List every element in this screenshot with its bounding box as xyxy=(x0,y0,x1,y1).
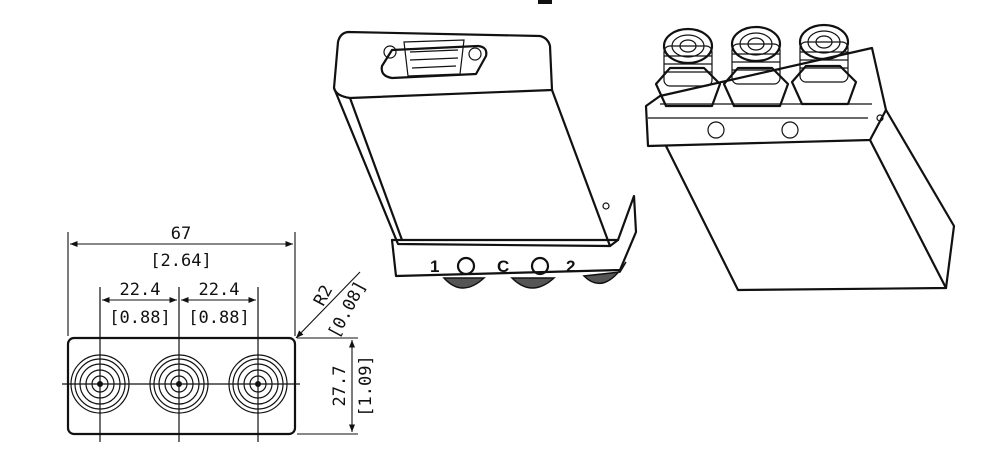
sma-connector-2 xyxy=(790,23,858,106)
front-connector-1 xyxy=(70,354,130,414)
port-label-1: 1 xyxy=(430,257,439,276)
port-label-2: 2 xyxy=(566,257,575,276)
cropped-top-mark xyxy=(538,0,552,4)
iso2-body xyxy=(664,138,948,292)
sma-connector-c xyxy=(722,25,790,108)
height-in-label: [1.09] xyxy=(356,355,376,416)
sma-connector-1 xyxy=(654,27,722,108)
front-connector-2 xyxy=(228,354,288,414)
height-mm-label: 27.7 xyxy=(330,366,350,407)
pitch2-mm-label: 22.4 xyxy=(199,280,240,300)
iso-view-dsub: 1 C 2 xyxy=(332,30,638,289)
front-body-outline xyxy=(66,336,297,436)
radius-leader xyxy=(295,271,361,339)
iso1-top-face xyxy=(332,30,554,100)
pitch1-in-label: [0.88] xyxy=(109,308,170,328)
iso-view-sma xyxy=(644,23,956,292)
pitch2-in-label: [0.88] xyxy=(188,308,249,328)
port-label-c: C xyxy=(497,257,509,276)
front-view: 67 [2.64] 22.4 [0.88] 22.4 [0.88] R2 [0.… xyxy=(62,224,376,442)
width-in-label: [2.64] xyxy=(150,251,211,271)
dsub-connector xyxy=(380,39,488,80)
front-connector-c xyxy=(149,354,209,414)
radius-mm-label: R2 xyxy=(310,282,337,309)
iso1-end-cap xyxy=(390,194,638,278)
radius-in-label: [0.08] xyxy=(324,278,370,342)
width-mm-label: 67 xyxy=(171,224,191,244)
pitch1-mm-label: 22.4 xyxy=(120,280,161,300)
